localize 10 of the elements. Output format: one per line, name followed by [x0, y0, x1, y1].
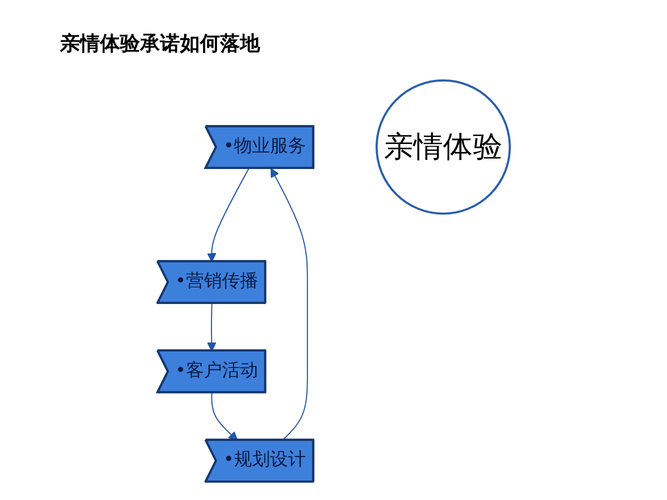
title: 亲情体验承诺如何落地 — [60, 30, 260, 57]
arrow — [270, 168, 308, 441]
arrow-segment: •客户活动 — [156, 349, 266, 394]
arrow-segment: •规划设计 — [204, 438, 314, 483]
arrow-segment: •营销传播 — [156, 260, 266, 304]
arrow — [206, 168, 250, 262]
hub-circle: 亲情体验 — [375, 79, 511, 215]
arrow-segment: •物业服务 — [204, 125, 314, 169]
arrow — [211, 392, 238, 441]
arrow — [206, 303, 216, 352]
